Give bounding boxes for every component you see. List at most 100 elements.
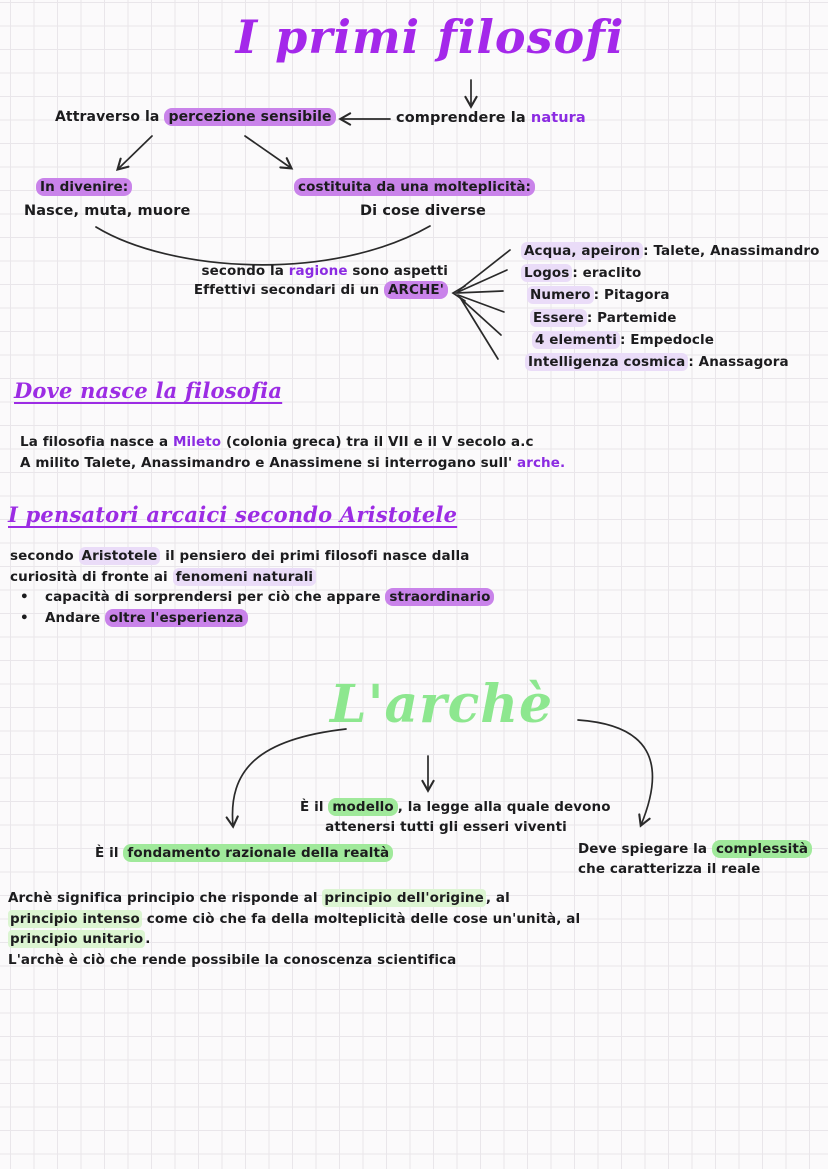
arrow-percezione-to-divenire bbox=[115, 135, 153, 171]
node-comprendere-text: comprendere la bbox=[396, 110, 531, 126]
list-item-rest: : Pitagora bbox=[593, 287, 670, 304]
list-item-rest: : Talete, Anassimandro bbox=[643, 243, 820, 259]
list-item-rest: : Empedocle bbox=[619, 331, 714, 348]
term-essere: Essere bbox=[530, 308, 587, 327]
complessita-highlight: complessità bbox=[711, 840, 813, 858]
list-item: Intelligenza cosmica: Anassagora bbox=[521, 351, 820, 373]
arche-par-line1: Archè significa principio che risponde a… bbox=[8, 888, 580, 909]
oltre-esperienza-highlight: oltre l'esperienza bbox=[105, 608, 248, 627]
node-comprendere-natura: comprendere la natura bbox=[396, 110, 586, 126]
arche-l2-post: come ciò che fa della molteplicità delle… bbox=[141, 910, 581, 927]
arche-principles-list: Acqua, apeiron: Talete, Anassimandro Log… bbox=[521, 240, 820, 373]
modello-line1: È il modello, la legge alla quale devono bbox=[300, 797, 611, 817]
paragraph-dove-nasce: La filosofia nasce a Mileto (colonia gre… bbox=[20, 432, 565, 473]
node-fondamento: È il fondamento razionale della realtà bbox=[95, 844, 394, 862]
fan-line-1 bbox=[457, 249, 511, 292]
arrow-percezione-to-molteplicita bbox=[244, 135, 294, 170]
fan-line-6 bbox=[460, 298, 499, 360]
modello-highlight: modello bbox=[328, 798, 398, 816]
node-modello: È il modello, la legge alla quale devono… bbox=[300, 797, 611, 837]
node-divenire-body: Nasce, muta, muore bbox=[24, 203, 191, 219]
dove-l1-pre: La filosofia nasce a bbox=[20, 434, 173, 450]
pensatori-l2-pre: curiosità di fronte ai bbox=[10, 568, 173, 585]
arche-highlight: ARCHE' bbox=[383, 281, 448, 299]
arche-l3-post: . bbox=[145, 931, 151, 947]
dove-l2-pre: A milito Talete, Anassimandro e Anassime… bbox=[20, 454, 517, 471]
aristotele-highlight: Aristotele bbox=[78, 547, 161, 565]
page-title: I primi filosofi bbox=[235, 10, 625, 64]
list-item: Logos: eraclito bbox=[521, 262, 820, 284]
fan-line-5 bbox=[458, 296, 502, 336]
list-item: Acqua, apeiron: Talete, Anassimandro bbox=[521, 240, 820, 262]
molteplicita-highlight: costituita da una molteplicità: bbox=[294, 178, 536, 196]
node-ragione-arche: secondo la ragione sono aspetti Effettiv… bbox=[170, 262, 448, 300]
complessita-pre: Deve spiegare la bbox=[578, 841, 712, 857]
mileto-accent: Mileto bbox=[172, 434, 222, 450]
fenomeni-highlight: fenomeni naturali bbox=[172, 567, 317, 586]
pensatori-line2: curiosità di fronte ai fenomeni naturali bbox=[10, 567, 494, 588]
arche-accent: arche. bbox=[516, 454, 566, 471]
percezione-pre: Attraverso la bbox=[55, 109, 165, 125]
term-logos: Logos bbox=[521, 264, 573, 283]
pensatori-bullet2: • Andare oltre l'esperienza bbox=[10, 608, 494, 629]
bullet2-pre: Andare bbox=[45, 609, 106, 626]
list-item-rest: : Anassagora bbox=[688, 354, 789, 371]
unitario-highlight: principio unitario bbox=[8, 930, 146, 948]
node-divenire-head: In divenire: bbox=[36, 178, 133, 196]
modello-post: , la legge alla quale devono bbox=[397, 799, 611, 815]
arche-title: L'archè bbox=[330, 674, 554, 735]
dove-l1-post: (colonia greca) tra il VII e il V secolo… bbox=[221, 434, 534, 450]
straordinario-highlight: straordinario bbox=[385, 588, 495, 606]
ragione-l2-pre: Effettivi secondari di un bbox=[193, 282, 384, 298]
heading-dove-nasce: Dove nasce la filosofia bbox=[14, 378, 283, 403]
node-molteplicita-head: costituita da una molteplicità: bbox=[294, 178, 536, 196]
bullet-dot: • bbox=[20, 609, 29, 626]
modello-line2: attenersi tutti gli esseri viventi bbox=[325, 819, 567, 835]
term-4-elementi: 4 elementi bbox=[532, 330, 620, 349]
fondamento-highlight: fondamento razionale della realtà bbox=[123, 844, 394, 862]
fan-line-3 bbox=[455, 290, 504, 294]
fan-line-2 bbox=[457, 269, 508, 293]
complessita-line1: Deve spiegare la complessità bbox=[578, 839, 813, 859]
pensatori-line1: secondo Aristotele il pensiero dei primi… bbox=[10, 546, 494, 567]
term-numero: Numero bbox=[527, 286, 594, 305]
pensatori-bullet1: • capacità di sorprendersi per ciò che ap… bbox=[10, 587, 495, 608]
arche-par-line3: principio unitario. bbox=[8, 929, 580, 950]
ragione-l1-pre: secondo la bbox=[201, 263, 289, 279]
ragione-line1: secondo la ragione sono aspetti bbox=[170, 262, 448, 281]
pensatori-l1-post: il pensiero dei primi filosofi nasce dal… bbox=[160, 548, 470, 564]
fondamento-pre: È il bbox=[95, 845, 124, 861]
list-item: Numero: Pitagora bbox=[521, 284, 820, 306]
origine-highlight: principio dell'origine bbox=[322, 889, 486, 907]
list-item-rest: : Partemide bbox=[586, 309, 677, 326]
dove-line1: La filosofia nasce a Mileto (colonia gre… bbox=[20, 432, 565, 453]
ragione-l1-post: sono aspetti bbox=[347, 263, 448, 279]
dove-line2: A milito Talete, Anassimandro e Anassime… bbox=[20, 453, 565, 474]
fan-line-4 bbox=[457, 294, 505, 313]
bullet1-pre: capacità di sorprendersi per ciò che app… bbox=[45, 589, 386, 605]
percezione-highlight: percezione sensibile bbox=[164, 108, 336, 126]
arche-par-line2: principio intenso come ciò che fa della … bbox=[8, 909, 580, 930]
complessita-line2: che caratterizza il reale bbox=[578, 861, 761, 877]
arche-l1-post: , al bbox=[485, 890, 510, 906]
ragione-accent: ragione bbox=[288, 263, 348, 279]
node-percezione-sensibile: Attraverso la percezione sensibile bbox=[55, 108, 336, 126]
paragraph-arche: Archè significa principio che risponde a… bbox=[8, 888, 580, 970]
list-item: 4 elementi: Empedocle bbox=[521, 329, 820, 351]
natura-accent: natura bbox=[530, 110, 586, 126]
fan-arrowhead bbox=[451, 285, 466, 302]
bullet-dot: • bbox=[20, 589, 29, 605]
curve-nodes-to-ragione bbox=[95, 225, 431, 266]
modello-pre: È il bbox=[300, 799, 329, 815]
heading-pensatori-arcaici: I pensatori arcaici secondo Aristotele bbox=[8, 502, 458, 527]
arche-par-line4: L'archè è ciò che rende possibile la con… bbox=[8, 951, 457, 968]
node-complessita: Deve spiegare la complessità che caratte… bbox=[578, 839, 813, 879]
paragraph-pensatori: secondo Aristotele il pensiero dei primi… bbox=[10, 546, 495, 629]
arche-l1-pre: Archè significa principio che risponde a… bbox=[8, 890, 323, 906]
divenire-highlight: In divenire: bbox=[36, 178, 133, 196]
ragione-line2: Effettivi secondari di un ARCHE' bbox=[170, 281, 448, 300]
pensatori-l1-pre: secondo bbox=[10, 548, 79, 564]
node-molteplicita-body: Di cose diverse bbox=[360, 203, 486, 219]
term-intelligenza-cosmica: Intelligenza cosmica bbox=[525, 353, 689, 372]
list-item: Essere: Partemide bbox=[521, 307, 820, 329]
